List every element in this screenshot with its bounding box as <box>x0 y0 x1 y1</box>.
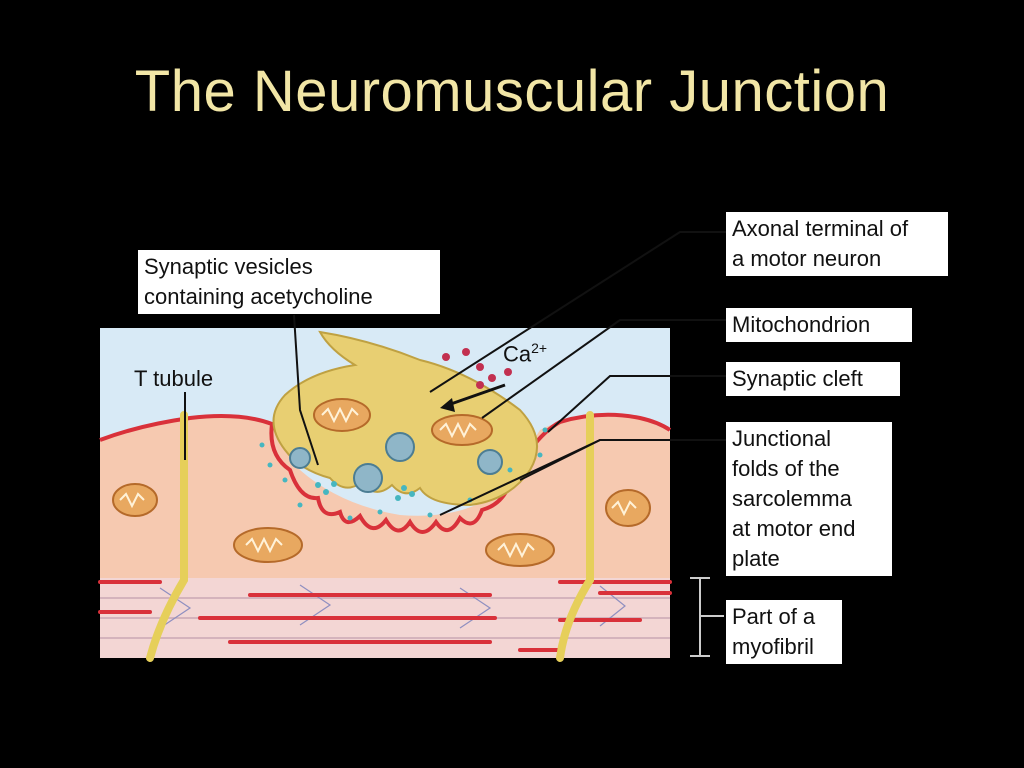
slide-title: The Neuromuscular Junction <box>134 59 890 124</box>
calcium-ions <box>442 348 512 389</box>
myofibril-label: Part of a myofibril <box>726 600 842 664</box>
axonal-terminal-label: Axonal terminal of a motor neuron <box>726 212 948 276</box>
myofibril-bracket <box>690 577 724 657</box>
mitochondrion-label: Mitochondrion <box>726 308 912 342</box>
arrow-to-axon <box>447 383 506 407</box>
t-tubule-label: T tubule <box>134 366 214 391</box>
synaptic-vesicles <box>289 432 503 493</box>
t-tubules <box>146 411 594 662</box>
acetylcholine <box>259 427 548 521</box>
calcium-ion-label: Ca2+ <box>503 340 548 367</box>
synaptic-cleft-label: Synaptic cleft <box>726 362 900 396</box>
junctional-folds-label: Junctional folds of the sarcolemma at mo… <box>726 422 892 576</box>
myofilaments <box>98 580 672 652</box>
sarcolemma <box>99 412 672 534</box>
leader-lines <box>184 231 726 516</box>
synaptic-vesicles-label: Synaptic vesicles containing acetycholin… <box>138 250 440 314</box>
